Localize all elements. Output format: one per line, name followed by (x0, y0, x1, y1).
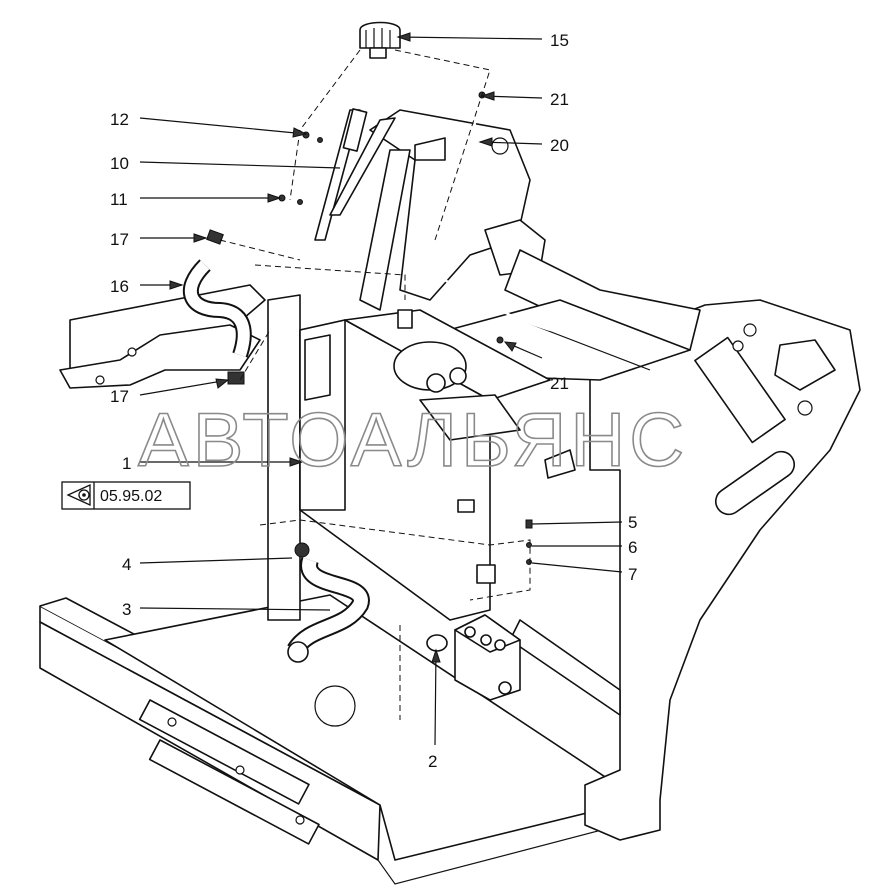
callout-12: 12 (110, 110, 129, 129)
watermark: АВТОАЛЬЯНС (138, 398, 688, 483)
callout-leaders (139, 32, 623, 746)
assembly-guides (219, 49, 531, 720)
callout-3: 3 (122, 600, 131, 619)
callout-10: 10 (110, 154, 129, 173)
callout-16: 16 (110, 277, 129, 296)
callout-20: 20 (550, 136, 569, 155)
callout-4: 4 (122, 555, 131, 574)
filler-neck (314, 21, 401, 241)
callout-17-top: 17 (110, 230, 129, 249)
callout-7: 7 (628, 565, 637, 584)
callout-15: 15 (550, 31, 569, 50)
reference-code: 05.95.02 (100, 488, 162, 505)
clamps (206, 229, 310, 558)
callout-2: 2 (428, 752, 437, 771)
reference-box[interactable]: 05.95.02 (61, 481, 191, 510)
hydraulic-tank (299, 309, 576, 621)
valve-block (426, 614, 521, 701)
callout-17-bottom: 17 (110, 387, 129, 406)
view-reference-icon (66, 483, 91, 507)
callout-5: 5 (628, 513, 637, 532)
callout-11: 11 (110, 190, 128, 209)
callout-numbers: 15 21 12 20 10 11 17 16 17 21 1 5 6 4 7 … (110, 31, 637, 771)
callout-1: 1 (122, 454, 131, 473)
callout-21-bottom: 21 (550, 374, 569, 393)
chassis-frame (39, 109, 861, 885)
breather-tube-inner (428, 119, 551, 332)
callout-6: 6 (628, 538, 637, 557)
callout-21-top: 21 (550, 90, 569, 109)
